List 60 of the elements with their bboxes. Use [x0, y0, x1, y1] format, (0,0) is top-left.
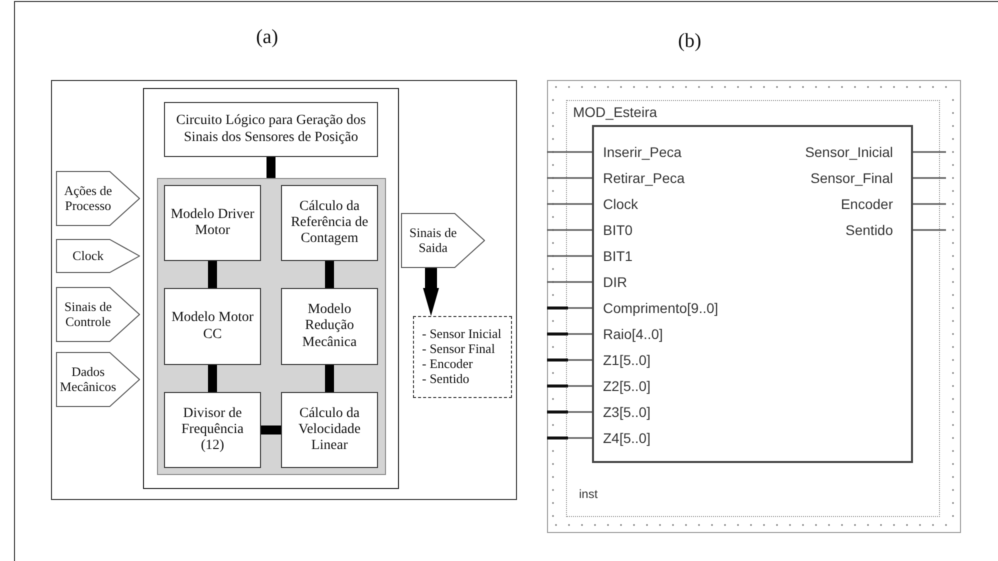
connector-bar	[266, 157, 276, 178]
process-box	[164, 102, 378, 157]
list-item: - Sentido	[422, 372, 470, 387]
pin-label: BIT1	[603, 248, 633, 264]
signal-label: Ações de Processo	[63, 184, 114, 214]
pin-label: Raio[4..0]	[603, 326, 663, 342]
pin-label: Inserir_Peca	[603, 144, 682, 160]
pin-label: Clock	[603, 196, 638, 212]
pin-label: Z3[5..0]	[603, 404, 650, 420]
pin-label: Retirar_Peca	[603, 170, 685, 186]
module-instance-frame	[566, 100, 940, 517]
block-label: Divisor de Frequência (12)	[180, 406, 245, 454]
block-label: Cálculo da Velocidade Linear	[297, 406, 362, 454]
process-box	[164, 288, 261, 365]
list-item: - Encoder	[422, 356, 473, 372]
arrow	[423, 268, 439, 316]
pin-label: Sentido	[846, 222, 893, 238]
block-label: Cálculo da Referência de Contagem	[290, 198, 370, 248]
pin-label: BIT0	[603, 222, 633, 238]
pin-label: Encoder	[840, 196, 893, 212]
panel-frame	[143, 88, 399, 489]
signal-label: Sinais de Controle	[63, 300, 113, 330]
pin-label: Z2[5..0]	[603, 378, 650, 394]
connector-bar	[325, 261, 334, 288]
process-box	[281, 288, 378, 365]
pin-label: Sensor_Inicial	[805, 144, 893, 160]
pin-label: Sensor_Final	[810, 170, 893, 186]
process-box	[164, 185, 261, 261]
module-label: inst	[579, 487, 598, 501]
panel-label: (b)	[678, 30, 702, 53]
connector-bar	[208, 365, 217, 392]
signal-pentagon	[56, 239, 140, 273]
output-list-box	[413, 316, 512, 398]
block-label: Circuito Lógico para Geração dos Sinais dos Sensores de Posição	[175, 113, 367, 146]
signal-pentagon	[56, 171, 140, 226]
process-box	[281, 185, 378, 261]
pin-label: DIR	[603, 274, 628, 290]
signal-pentagon	[56, 352, 140, 407]
signal-pentagon	[56, 287, 140, 342]
pin-label: Comprimento[9..0]	[603, 300, 718, 316]
block-label: Modelo Driver Motor	[170, 206, 256, 240]
module-label: MOD_Esteira	[573, 104, 658, 120]
connector-bar	[261, 426, 281, 434]
signal-label: Sinais de Saida	[408, 226, 458, 256]
pin-label: Z4[5..0]	[603, 430, 650, 446]
list-item: - Sensor Inicial	[422, 327, 502, 342]
process-box	[281, 392, 378, 468]
connector-bar	[208, 261, 217, 288]
list-item: - Sensor Final	[422, 342, 495, 357]
block-label: Modelo Motor CC	[170, 310, 255, 343]
module-block	[592, 125, 913, 463]
signal-label: Dados Mecânicos	[58, 364, 118, 394]
model-group-panel	[157, 178, 386, 475]
block-label: Modelo Redução Mecânica	[301, 302, 358, 351]
process-box	[164, 392, 261, 468]
signal-pentagon	[401, 213, 485, 268]
pin-label: Z1[5..0]	[603, 352, 650, 368]
signal-label: Clock	[72, 248, 104, 264]
connector-bar	[325, 365, 334, 392]
panel-label: (a)	[256, 26, 278, 49]
